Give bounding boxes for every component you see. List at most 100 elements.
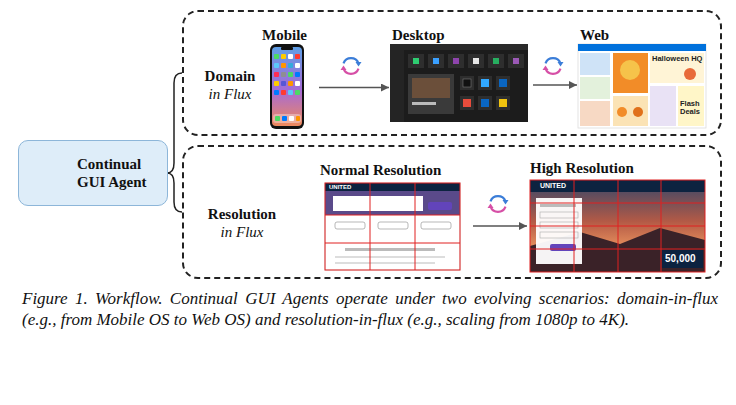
region-title: Domain [200, 67, 260, 85]
agent-box: Continual GUI Agent [18, 140, 168, 206]
update-cycle-icon [543, 66, 549, 71]
high-resolution-screenshot [530, 226, 705, 227]
desktop-screenshot [478, 96, 492, 110]
text-group: Resolutionin Flux [200, 205, 284, 241]
high-resolution-screenshot [536, 198, 582, 264]
text-group: Continual GUI Agent [77, 155, 161, 191]
web-screenshot [578, 44, 706, 51]
desktop-screenshot [488, 54, 504, 68]
desktop-screenshot [468, 54, 484, 68]
phone-screenshot [270, 44, 304, 129]
web-screenshot [578, 44, 706, 128]
update-cycle-icon [558, 62, 564, 67]
phone-screenshot [274, 90, 279, 95]
panel-heading: Mobile [262, 27, 307, 44]
web-screenshot [633, 107, 643, 117]
normal-resolution-screenshot [428, 202, 452, 210]
normal-resolution-screenshot [335, 256, 445, 258]
desktop-screenshot [428, 54, 444, 68]
desktop-screenshot [499, 79, 507, 87]
normal-resolution-screenshot [378, 222, 408, 229]
web-screenshot [613, 96, 648, 126]
normal-resolution-screenshot [325, 183, 460, 270]
normal-resolution-screenshot [325, 243, 460, 244]
flow-arrow [319, 87, 389, 89]
text-group: Normal Resolution [320, 162, 441, 179]
phone-screenshot [295, 90, 300, 95]
text-group: High Resolution [530, 160, 634, 177]
text-group: Mobile [262, 27, 307, 44]
screen-text: UNITED [540, 182, 566, 190]
desktop-screenshot [460, 76, 474, 90]
phone-screenshot [281, 90, 286, 95]
desktop-screenshot [493, 58, 499, 64]
normal-resolution-screenshot [325, 183, 460, 191]
phone-screenshot [274, 63, 279, 68]
high-resolution-screenshot [540, 222, 578, 228]
text-group: Desktop [392, 27, 445, 44]
desktop-screenshot [513, 58, 519, 64]
high-resolution-screenshot [540, 204, 576, 207]
phone-screenshot [295, 63, 300, 68]
phone-screenshot [289, 116, 294, 121]
phone-screenshot [273, 114, 301, 123]
web-screenshot [650, 53, 704, 83]
update-cycle-icon [356, 62, 362, 67]
phone-screenshot [282, 116, 287, 121]
web-screenshot [580, 101, 610, 126]
web-screenshot [580, 53, 610, 75]
update-cycle-icon [488, 196, 509, 212]
phone-screenshot [281, 47, 293, 50]
desktop-screenshot [390, 44, 528, 122]
desktop-screenshot [413, 58, 419, 64]
phone-screenshot [281, 72, 286, 77]
high-resolution-screenshot [530, 203, 705, 204]
desktop-screenshot [463, 99, 471, 107]
web-screenshot [678, 86, 704, 126]
high-resolution-screenshot [662, 250, 703, 268]
phone-screenshot [272, 47, 302, 126]
text-group: Web [580, 27, 609, 44]
region-title: Resolution [200, 205, 284, 223]
desktop-screenshot [412, 102, 436, 105]
desktop-screenshot [390, 44, 528, 50]
region-subtitle: in Flux [200, 223, 284, 241]
phone-screenshot [281, 63, 286, 68]
normal-resolution-screenshot [335, 262, 435, 264]
screenshot-panel: Desktop [392, 27, 530, 127]
normal-resolution-screenshot [370, 183, 371, 270]
desktop-screenshot [478, 76, 492, 90]
high-resolution-screenshot [530, 180, 705, 272]
high-resolution-screenshot [540, 212, 578, 218]
update-cycle-icon [488, 204, 494, 209]
desktop-screenshot [390, 44, 528, 122]
scenario-region: Resolutionin Flux Normal Resolution High R… [182, 145, 722, 279]
desktop-screenshot [408, 74, 454, 114]
phone-screenshot [288, 81, 293, 86]
web-screenshot [684, 68, 696, 80]
phone-screenshot [295, 54, 300, 59]
desktop-screenshot [460, 96, 474, 110]
flow-arrow [473, 225, 527, 227]
phone-screenshot [288, 72, 293, 77]
normal-resolution-screenshot [325, 183, 460, 270]
normal-resolution-screenshot [325, 183, 460, 270]
desktop-screenshot [448, 54, 464, 68]
normal-resolution-screenshot [325, 215, 460, 216]
screenshot-panel: Normal Resolution [320, 162, 470, 274]
update-cycle-icon [341, 66, 347, 71]
phone-screenshot [281, 81, 286, 86]
phone-screenshot [270, 44, 304, 129]
agent-label: Continual GUI Agent [77, 155, 161, 191]
phone-screenshot [295, 81, 300, 86]
screen-text: 50,000 [665, 253, 696, 264]
desktop-screenshot [453, 58, 459, 64]
phone-screenshot [274, 72, 279, 77]
desktop-screenshot [508, 54, 524, 68]
normal-resolution-screenshot [325, 191, 460, 215]
desktop-screenshot [481, 99, 489, 107]
screen-text: Halloween HQ [652, 55, 702, 63]
scenario-region: Domainin FluxMobileDesktopWeb [182, 10, 722, 136]
high-resolution-screenshot [540, 232, 578, 238]
screenshot-panel: Mobile [262, 27, 316, 132]
